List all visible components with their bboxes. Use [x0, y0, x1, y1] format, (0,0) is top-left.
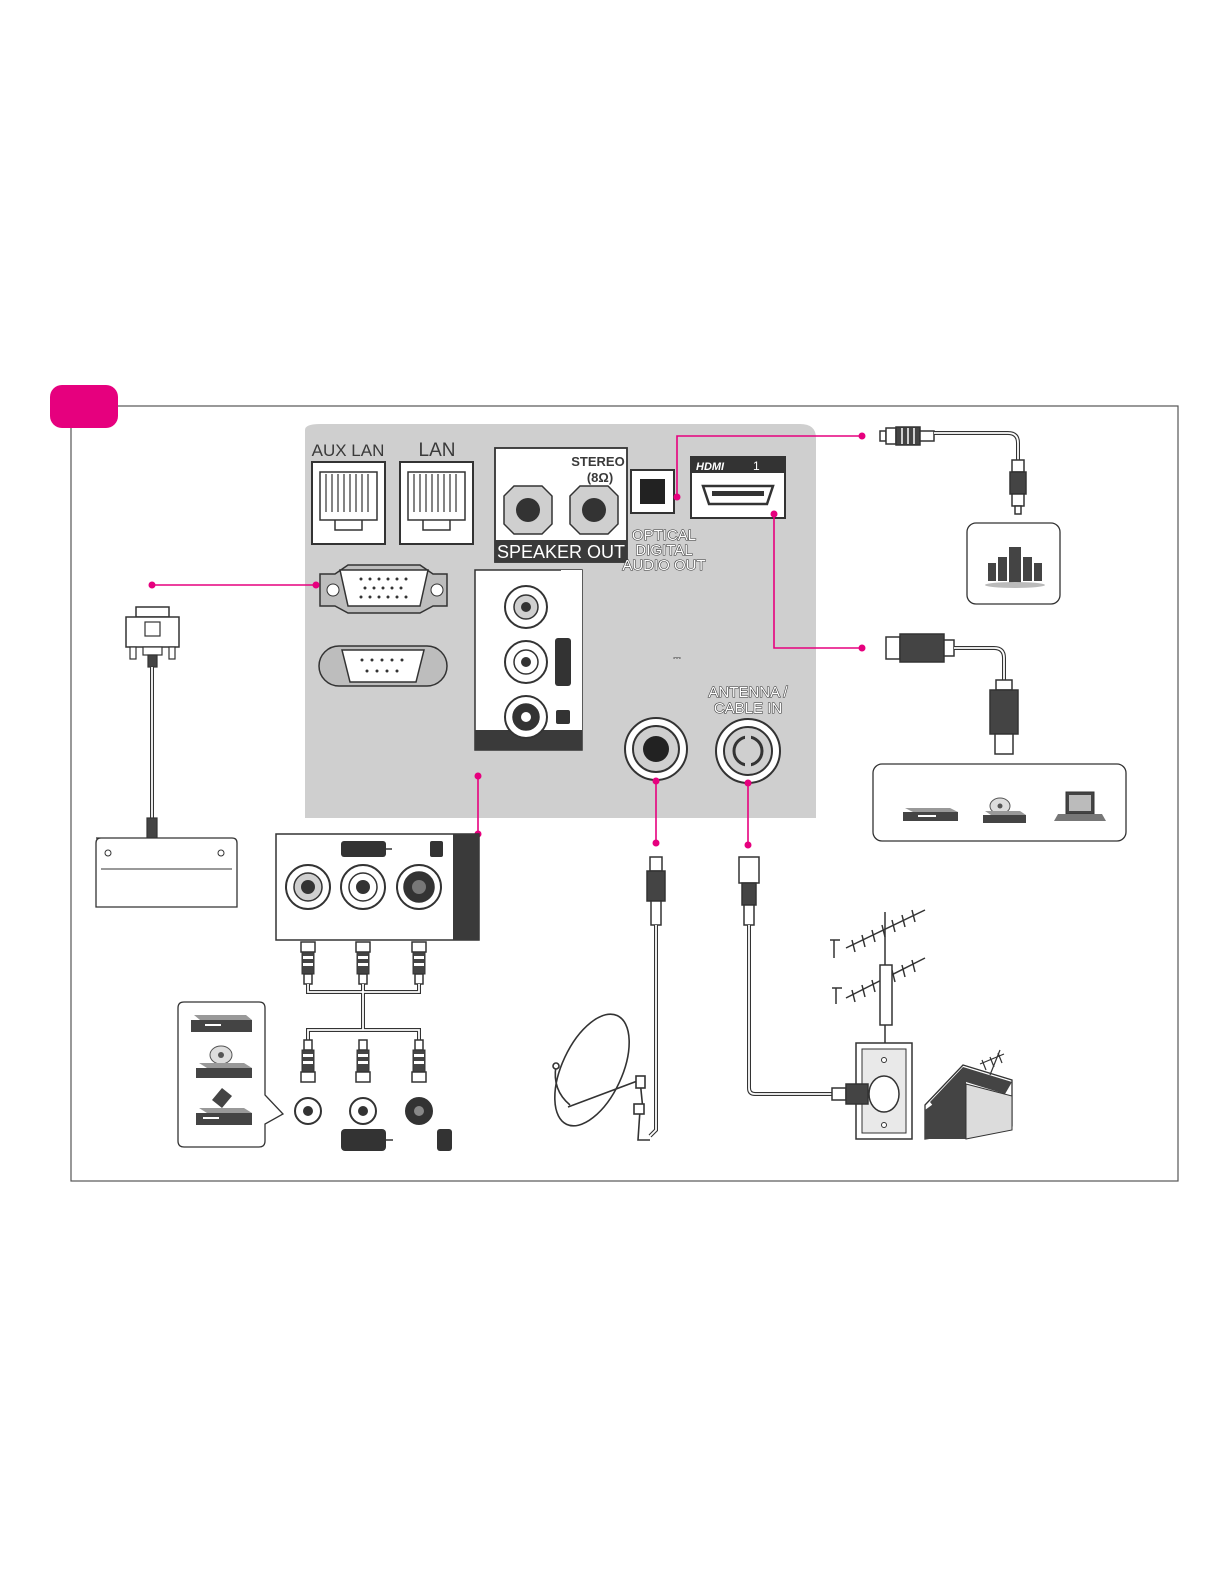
aux-lan-port[interactable] — [312, 462, 385, 544]
rs232-port[interactable] — [319, 646, 447, 686]
tv-antenna-icon — [830, 910, 925, 1043]
av-audio-left-jack-enlarged — [341, 865, 385, 909]
pc-device — [96, 838, 237, 907]
antenna-label-2: CABLE IN — [714, 700, 782, 717]
section-tab — [50, 385, 118, 428]
ohms-label: (8Ω) — [587, 470, 613, 485]
av-audio-left-jack[interactable] — [505, 641, 547, 683]
av-video-jack[interactable] — [505, 586, 547, 628]
av-video-jack-enlarged — [286, 865, 330, 909]
rgb-cable — [126, 607, 179, 838]
optical-audio-port[interactable] — [631, 470, 674, 513]
lan-label: LAN — [419, 440, 456, 461]
antenna-cable-in-port[interactable] — [716, 719, 780, 783]
house-icon — [925, 1050, 1012, 1139]
set-top-box-icon — [191, 1015, 252, 1032]
rgb-pc-port[interactable] — [320, 565, 447, 613]
av-audio-right-jack[interactable] — [505, 696, 547, 738]
aux-lan-label: AUX LAN — [312, 441, 385, 460]
optical-label-3: AUDIO OUT — [622, 557, 705, 574]
wall-plate-icon — [832, 1043, 912, 1139]
dc-symbol: ⎓ — [673, 653, 681, 664]
hdmi-number: 1 — [753, 459, 760, 473]
hdmi-logo: HDMI — [696, 461, 725, 473]
lan-port[interactable] — [400, 462, 473, 544]
device-av-jacks — [295, 1098, 452, 1151]
speaker-left-jack[interactable] — [504, 486, 552, 534]
optical-cable — [880, 427, 1026, 514]
satellite-cable — [647, 857, 665, 1136]
stereo-label: STEREO — [571, 454, 624, 469]
hdmi-cable — [886, 634, 1018, 754]
satellite-in-port[interactable] — [625, 718, 687, 780]
av-audio-right-jack-enlarged — [397, 865, 441, 909]
satellite-dish-icon — [539, 1003, 650, 1140]
av-cable — [301, 942, 426, 1082]
speaker-right-jack[interactable] — [570, 486, 618, 534]
antenna-cable — [739, 857, 835, 1094]
bluray-player-icon — [903, 808, 958, 821]
speaker-out-label: SPEAKER OUT — [497, 542, 625, 562]
antenna-label-1: ANTENNA / — [708, 684, 788, 701]
